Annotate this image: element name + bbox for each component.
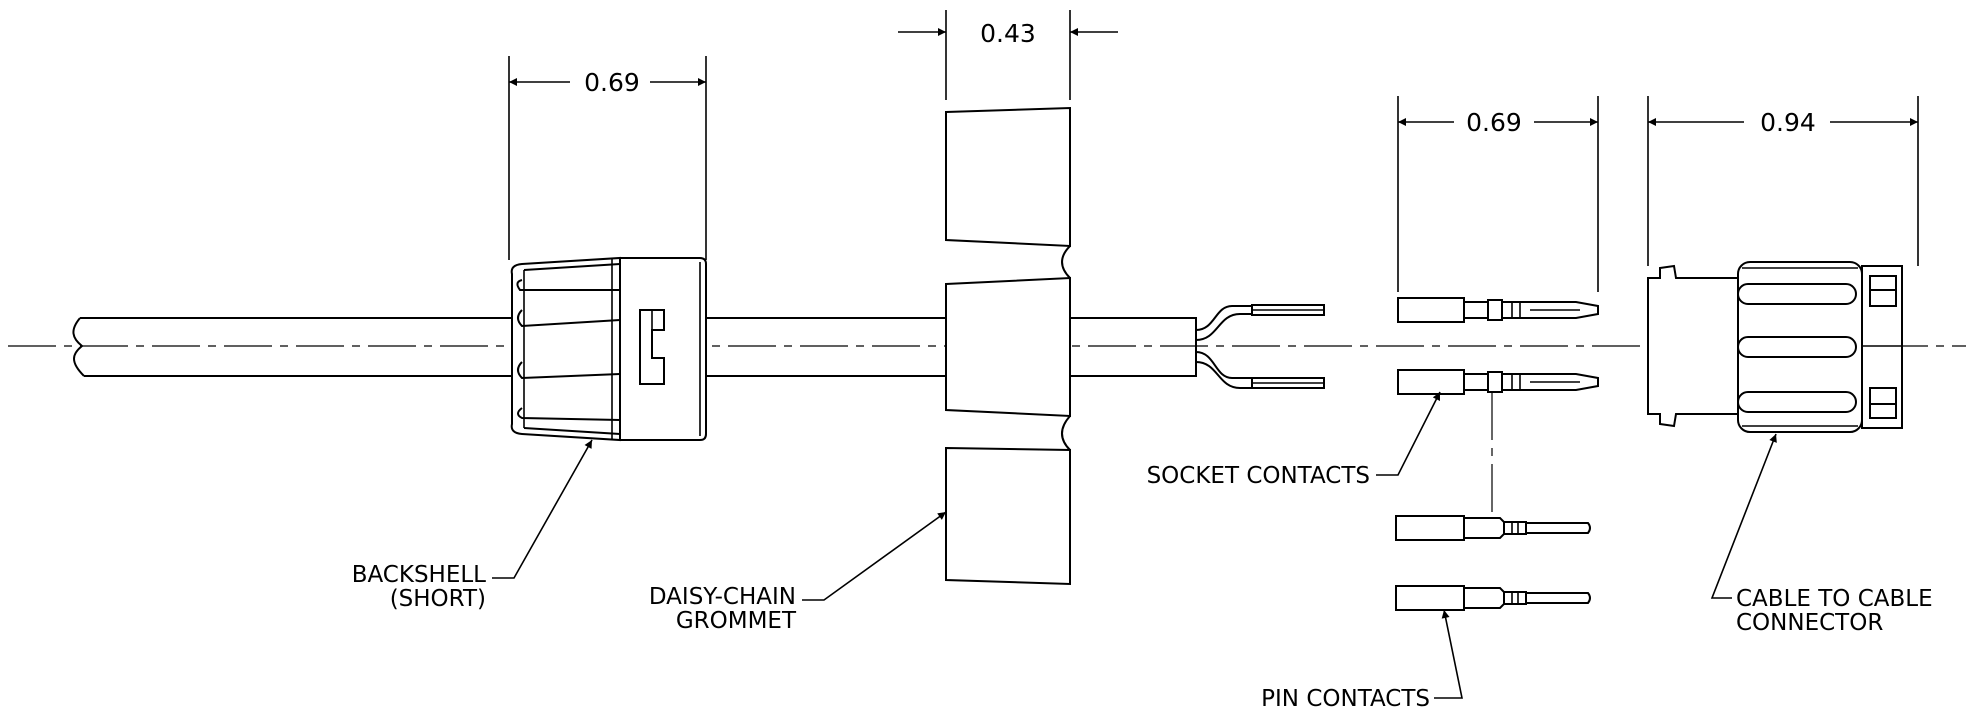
pin-contacts-label: PIN CONTACTS (1261, 686, 1430, 712)
backshell (510, 256, 707, 442)
callout-pin-contacts: PIN CONTACTS (1261, 609, 1463, 712)
socket-contact-upper (1397, 297, 1599, 323)
callout-connector: CABLE TO CABLE CONNECTOR (1710, 433, 1933, 636)
dimension-connector: 0.94 (1647, 96, 1919, 266)
grommet-label: DAISY-CHAIN (649, 584, 796, 610)
pin-contact-upper (1395, 515, 1591, 541)
dimension-backshell: 0.69 (508, 56, 707, 260)
cable (72, 317, 512, 377)
dimension-grommet-value: 0.43 (980, 19, 1036, 48)
cable-to-cable-connector (1647, 261, 1903, 433)
callout-backshell: BACKSHELL (SHORT) (352, 439, 593, 612)
daisy-chain-grommet (945, 106, 1071, 586)
wire-breakout (1195, 304, 1325, 389)
backshell-sublabel: (SHORT) (390, 586, 486, 612)
callout-socket-contacts: SOCKET CONTACTS (1147, 391, 1441, 489)
socket-contacts-label: SOCKET CONTACTS (1147, 463, 1370, 489)
dimension-backshell-value: 0.69 (584, 68, 640, 97)
connector-label: CABLE TO CABLE (1736, 586, 1933, 612)
dimension-contacts: 0.69 (1397, 96, 1599, 292)
backshell-label: BACKSHELL (352, 562, 486, 588)
grommet-sublabel: GROMMET (676, 608, 797, 634)
dimension-connector-value: 0.94 (1760, 108, 1816, 137)
callout-grommet: DAISY-CHAIN GROMMET (649, 511, 947, 634)
socket-contact-lower (1397, 369, 1599, 395)
dimension-contacts-value: 0.69 (1466, 108, 1522, 137)
pin-contact-lower (1395, 585, 1591, 611)
connector-sublabel: CONNECTOR (1736, 610, 1883, 636)
dimension-grommet: 0.43 (898, 10, 1118, 100)
